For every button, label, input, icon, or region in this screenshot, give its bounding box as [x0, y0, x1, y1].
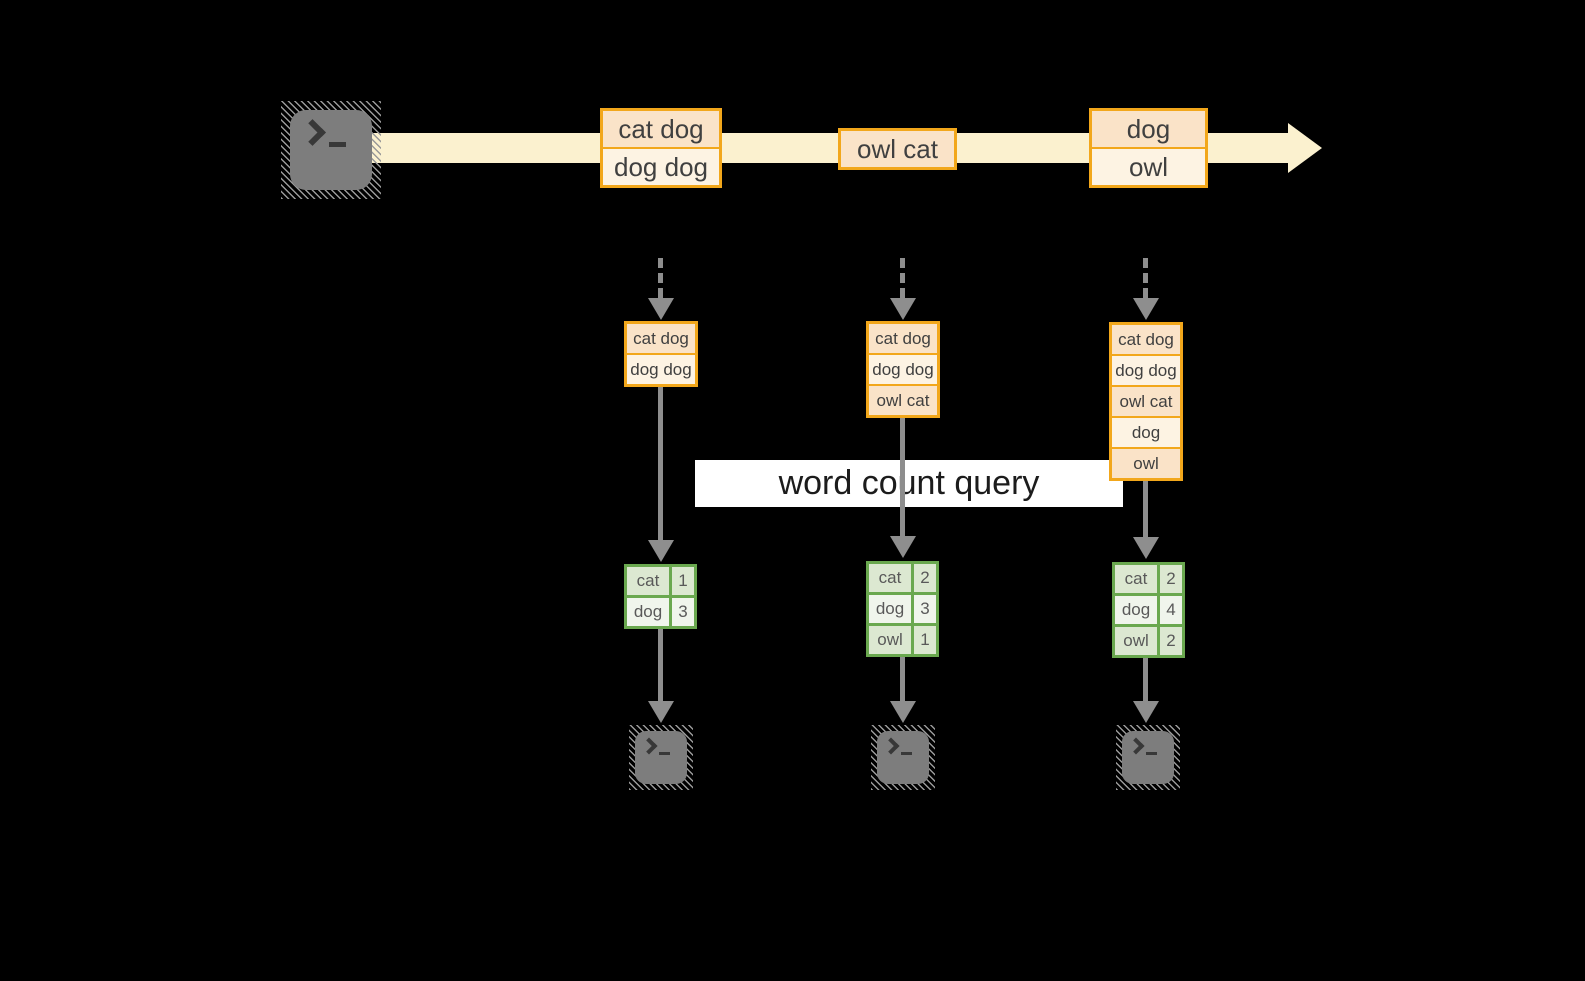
dashed-arrow — [658, 258, 663, 298]
dashed-arrow-head — [1133, 298, 1159, 320]
down-arrow — [658, 629, 663, 702]
window-row: dog dog — [869, 355, 937, 384]
word-cell: cat — [869, 564, 911, 592]
terminal-icon-body — [877, 731, 929, 784]
prompt-chevron-icon — [882, 737, 900, 755]
count-cell: 3 — [672, 598, 694, 626]
count-table-2: cat 2 dog 3 owl 1 — [866, 561, 939, 657]
word-cell: cat — [1115, 565, 1157, 593]
prompt-underscore-icon — [659, 752, 670, 755]
prompt-chevron-icon — [299, 119, 326, 146]
window-row: cat dog — [1112, 325, 1180, 354]
prompt-underscore-icon — [901, 752, 912, 755]
count-cell: 2 — [914, 564, 936, 592]
prompt-underscore-icon — [329, 142, 346, 147]
down-arrow-head — [648, 540, 674, 562]
down-arrow — [900, 657, 905, 702]
prompt-chevron-icon — [640, 737, 658, 755]
down-arrow-head — [890, 536, 916, 558]
down-arrow-head — [890, 701, 916, 723]
count-cell: 1 — [914, 626, 936, 654]
down-arrow — [1143, 481, 1148, 539]
window-row: cat dog — [627, 324, 695, 353]
count-cell: 2 — [1160, 565, 1182, 593]
stream-arrow-head — [1288, 123, 1322, 173]
stream-batch-2: owl cat — [838, 128, 957, 170]
window-row: dog dog — [627, 355, 695, 384]
dashed-arrow-head — [648, 298, 674, 320]
dashed-arrow — [1143, 258, 1148, 298]
terminal-icon — [871, 725, 935, 790]
window-row: dog — [1112, 418, 1180, 447]
word-cell: dog — [869, 595, 911, 623]
window-box-3: cat dog dog dog owl cat dog owl — [1109, 322, 1183, 481]
stream-batch-3: dog owl — [1089, 108, 1208, 188]
count-cell: 4 — [1160, 596, 1182, 624]
terminal-icon-body — [290, 110, 372, 190]
dashed-arrow — [900, 258, 905, 298]
prompt-underscore-icon — [1146, 752, 1157, 755]
terminal-icon-body — [635, 731, 687, 784]
stream-batch-1: cat dog dog dog — [600, 108, 722, 188]
window-row: owl cat — [869, 386, 937, 415]
count-cell: 3 — [914, 595, 936, 623]
query-banner: word count query — [695, 460, 1123, 507]
window-row: owl cat — [1112, 387, 1180, 416]
count-cell: 2 — [1160, 627, 1182, 655]
down-arrow-head — [1133, 701, 1159, 723]
window-row: cat dog — [869, 324, 937, 353]
down-arrow-head — [1133, 537, 1159, 559]
count-cell: 1 — [672, 567, 694, 595]
count-table-3: cat 2 dog 4 owl 2 — [1112, 562, 1185, 658]
message: owl — [1092, 149, 1205, 185]
window-box-2: cat dog dog dog owl cat — [866, 321, 940, 418]
terminal-icon — [1116, 725, 1180, 790]
word-cell: owl — [869, 626, 911, 654]
message: owl cat — [841, 131, 954, 167]
down-arrow — [900, 418, 905, 538]
terminal-icon — [629, 725, 693, 790]
down-arrow — [658, 387, 663, 542]
window-box-1: cat dog dog dog — [624, 321, 698, 387]
count-table-1: cat 1 dog 3 — [624, 564, 697, 629]
window-row: dog dog — [1112, 356, 1180, 385]
message: cat dog — [603, 111, 719, 147]
word-cell: owl — [1115, 627, 1157, 655]
window-row: owl — [1112, 449, 1180, 478]
terminal-icon-body — [1122, 731, 1174, 784]
prompt-chevron-icon — [1127, 737, 1145, 755]
word-cell: dog — [1115, 596, 1157, 624]
down-arrow — [1143, 658, 1148, 702]
word-cell: dog — [627, 598, 669, 626]
message: dog dog — [603, 149, 719, 185]
terminal-icon — [281, 101, 381, 199]
down-arrow-head — [648, 701, 674, 723]
word-cell: cat — [627, 567, 669, 595]
message: dog — [1092, 111, 1205, 147]
dashed-arrow-head — [890, 298, 916, 320]
